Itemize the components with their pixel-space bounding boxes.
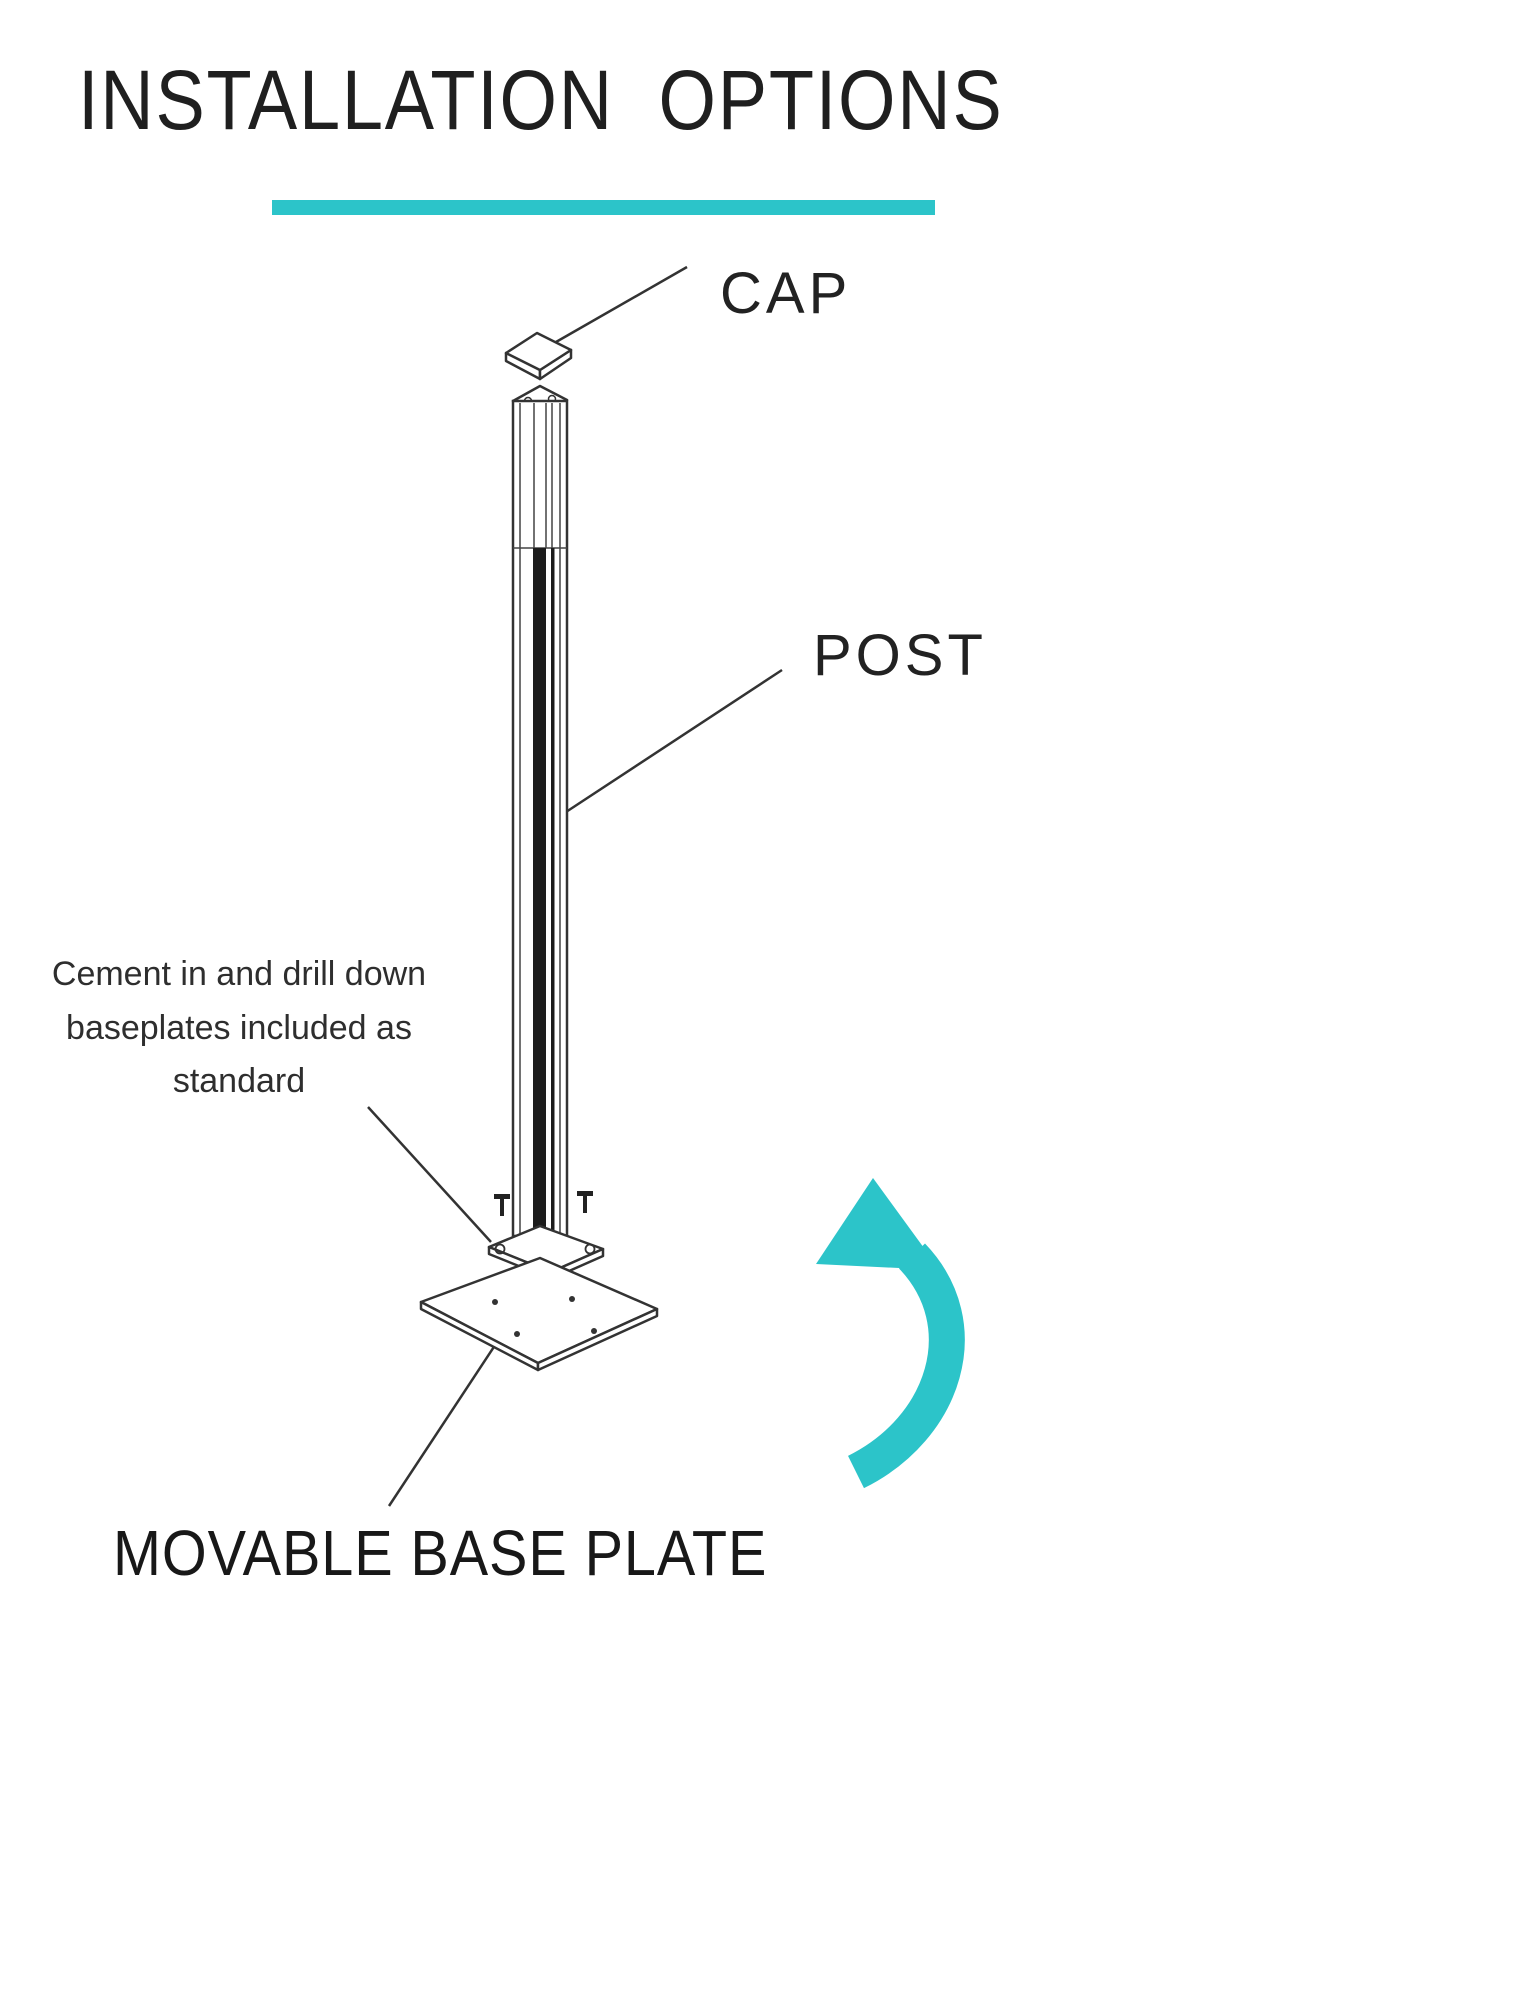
baseplate-note-line-3: standard	[172, 1062, 306, 1101]
post-drawing	[511, 384, 569, 1238]
cap-label: CAP	[720, 261, 852, 326]
page-title: INSTALLATION OPTIONS	[78, 53, 1004, 147]
baseplate-note: Cement in and drill down baseplates incl…	[16, 948, 462, 1109]
movable-base-plate-label: MOVABLE BASE PLATE	[113, 1517, 768, 1589]
curved-arrow-icon	[816, 1178, 965, 1489]
base-plate-leader-line	[387, 1320, 513, 1507]
bolt-icons	[494, 1191, 593, 1216]
baseplate-note-line-1: Cement in and drill down	[51, 955, 427, 993]
baseplate-note-line-2: baseplates included as	[66, 1008, 412, 1047]
post-label: POST	[813, 623, 987, 688]
title-underline	[272, 200, 935, 215]
post-leader-line	[565, 668, 783, 814]
cap-drawing	[504, 331, 573, 381]
cap-leader-line	[555, 265, 688, 344]
note-leader-line	[367, 1106, 492, 1243]
base-plate-drawing	[419, 1256, 659, 1372]
